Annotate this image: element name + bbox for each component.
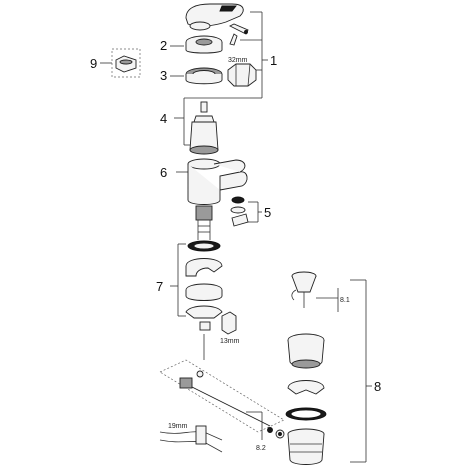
- part-8-1-stopper: [291, 271, 317, 308]
- callout-8: 8: [374, 379, 381, 394]
- allen-key: [228, 23, 249, 46]
- callout-3: 3: [160, 68, 167, 83]
- callout-5: 5: [264, 205, 271, 220]
- part-9-adapter: [100, 48, 141, 78]
- callout-8-1: 8.1: [340, 297, 350, 304]
- lever-handle: [185, 3, 244, 31]
- part-3-ring: [170, 67, 223, 85]
- callout-8-2: 8.2: [256, 445, 266, 452]
- callout-4: 4: [160, 111, 167, 126]
- dimension-19mm: 19mm: [168, 423, 188, 430]
- part-6-faucet-body: [176, 158, 248, 221]
- dimension-32mm: 32mm: [228, 57, 248, 64]
- part-4-cartridge: [174, 97, 250, 155]
- part-5-aerator: [230, 196, 262, 227]
- callout-1: 1: [270, 53, 277, 68]
- threaded-shank: [197, 220, 211, 240]
- part-2-cap: [170, 35, 223, 54]
- dimension-13mm: 13mm: [220, 338, 240, 345]
- part-8-2-pull-rod: [159, 359, 285, 440]
- group-8-bracket: [316, 279, 372, 463]
- drain-body: [287, 333, 325, 369]
- drain-tailpiece: [287, 428, 325, 465]
- wrench-32mm-hex: [227, 63, 257, 87]
- callout-7: 7: [156, 279, 163, 294]
- drain-gasket: [285, 407, 327, 421]
- drain-clip: [287, 380, 325, 395]
- callout-6: 6: [160, 165, 167, 180]
- supply-hoses: [159, 425, 223, 453]
- wrench-13mm: [221, 311, 237, 335]
- nut: [275, 429, 285, 439]
- callout-2: 2: [160, 38, 167, 53]
- callout-9: 9: [90, 56, 97, 71]
- part-7-mounting-set: [170, 240, 223, 331]
